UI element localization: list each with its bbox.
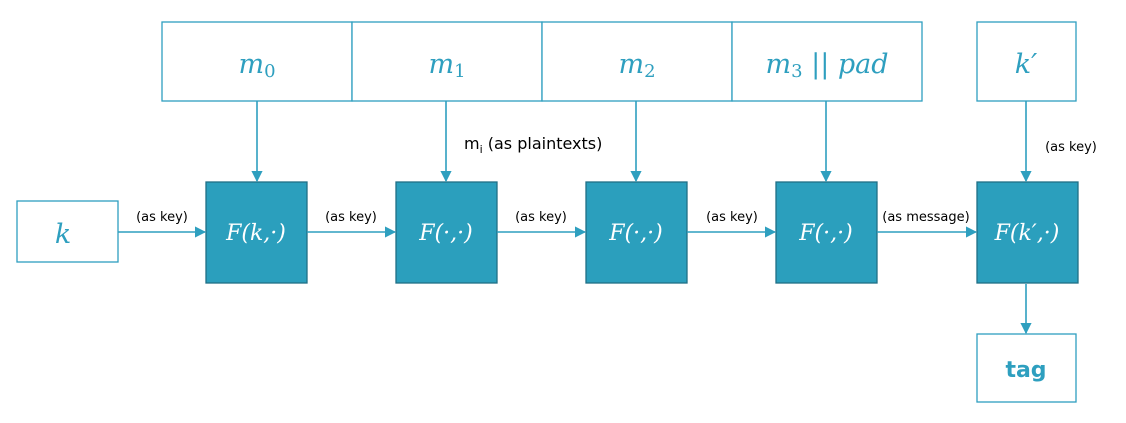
m0-text: m0	[238, 49, 275, 82]
message-block-m2	[541, 21, 733, 102]
f-block-2	[585, 181, 688, 284]
key-kprime-text: k′	[1015, 49, 1038, 80]
label-as-key-3: (as key)	[515, 210, 567, 225]
key-kprime-box	[976, 21, 1077, 102]
f-block-3	[775, 181, 878, 284]
m1-text: m1	[428, 49, 465, 82]
label-as-key-4: (as key)	[706, 210, 758, 225]
tag-box	[976, 333, 1077, 403]
m2-text: m2	[618, 49, 655, 82]
key-k-box	[16, 200, 119, 263]
label-as-key-2: (as key)	[325, 210, 377, 225]
message-block-m0	[161, 21, 353, 102]
message-block-m3	[731, 21, 923, 102]
m3-pad-text: m3 || pad	[765, 49, 888, 82]
label-as-key-1: (as key)	[136, 210, 188, 225]
f-block-0	[205, 181, 308, 284]
f-block-1	[395, 181, 498, 284]
label-mi-plaintexts: mi (as plaintexts)	[464, 134, 602, 156]
label-as-key-top: (as key)	[1045, 140, 1097, 155]
f-block-0-label: F(k,·)	[225, 221, 286, 246]
f-block-2-label: F(·,·)	[608, 221, 662, 246]
tag-text: tag	[1005, 358, 1046, 383]
message-block-m1	[351, 21, 543, 102]
label-as-message: (as message)	[882, 210, 969, 225]
key-k-text: k	[55, 219, 71, 250]
f-block-1-label: F(·,·)	[418, 221, 472, 246]
f-block-4	[976, 181, 1079, 284]
f-block-3-label: F(·,·)	[798, 221, 852, 246]
f-block-4-label: F(k′,·)	[994, 221, 1060, 246]
